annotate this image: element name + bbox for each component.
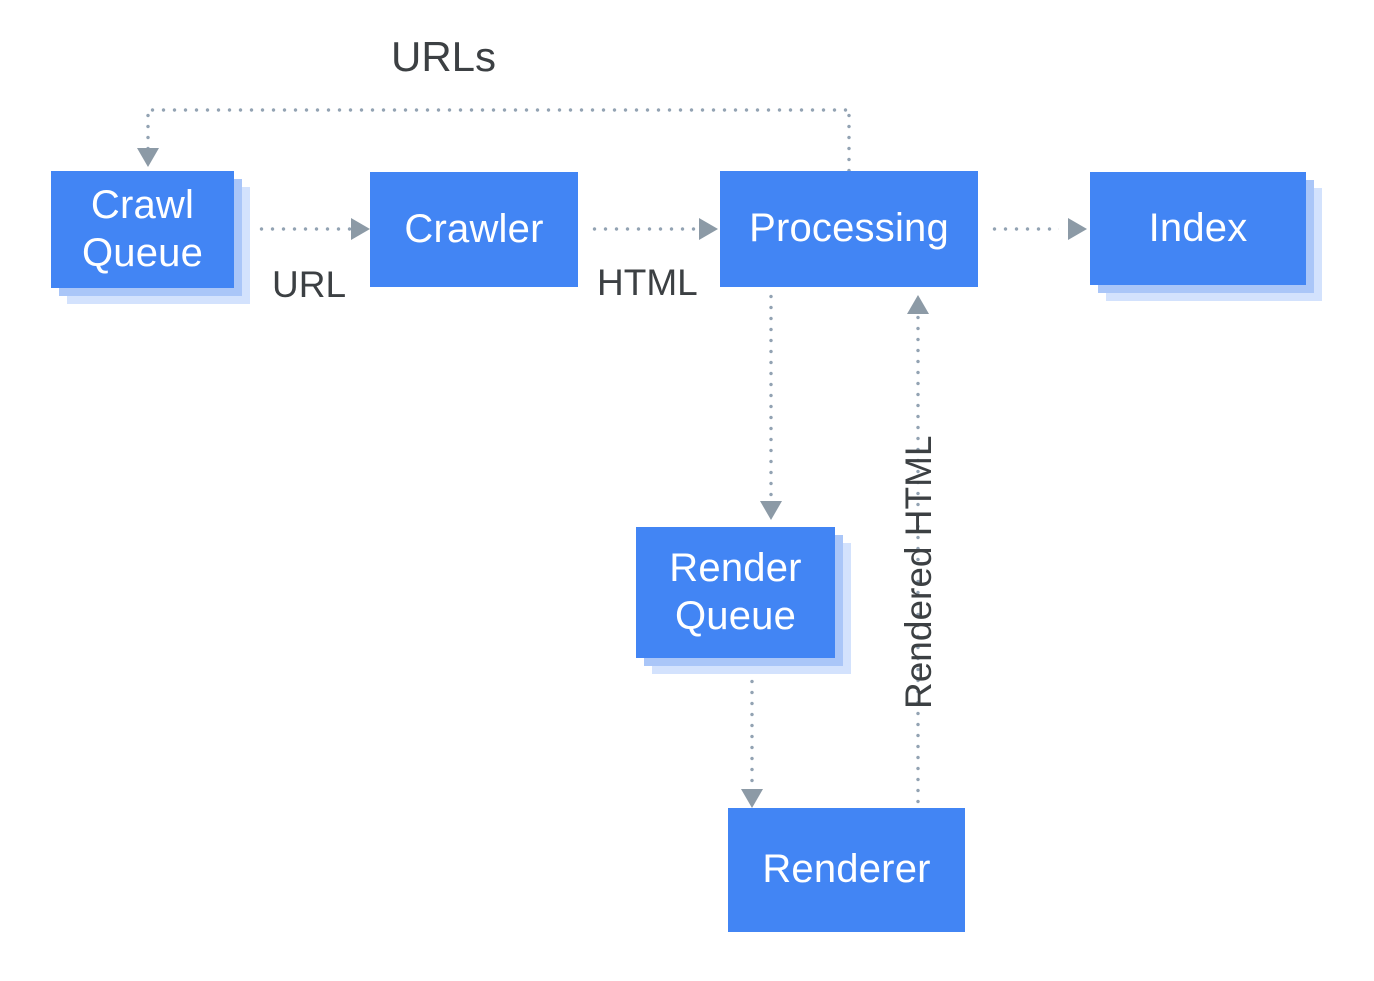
node-index[interactable]: Index xyxy=(1090,172,1306,285)
arrowhead-renderer-to-processing xyxy=(907,295,929,314)
connector-processing-to-index xyxy=(989,227,1059,231)
connector-crawlqueue-to-crawler xyxy=(256,227,354,231)
connector-renderer-to-processing xyxy=(916,312,920,810)
urls-loop-right-segment xyxy=(847,110,851,172)
node-crawl-queue[interactable]: Crawl Queue xyxy=(51,171,234,288)
connector-crawler-to-processing xyxy=(589,227,701,231)
node-processing[interactable]: Processing xyxy=(720,171,978,287)
connector-processing-to-renderqueue xyxy=(769,291,773,497)
node-render-queue-label-line1: Render xyxy=(669,546,802,591)
connector-renderqueue-to-renderer xyxy=(750,676,754,786)
node-render-queue[interactable]: Render Queue xyxy=(636,527,835,658)
arrowhead-crawlqueue-to-crawler xyxy=(351,218,370,240)
node-renderer-label: Renderer xyxy=(762,847,931,892)
node-crawler[interactable]: Crawler xyxy=(370,172,578,287)
edge-label-rendered-html: Rendered HTML xyxy=(898,435,939,709)
arrowhead-processing-to-renderqueue xyxy=(760,501,782,520)
arrowhead-processing-to-index xyxy=(1068,218,1087,240)
node-crawl-queue-label-line1: Crawl xyxy=(90,183,195,228)
urls-loop-left-segment xyxy=(146,110,150,152)
node-index-label: Index xyxy=(1148,205,1248,250)
node-crawler-label: Crawler xyxy=(404,206,544,251)
node-renderer[interactable]: Renderer xyxy=(728,808,965,932)
edge-label-urls: URLs xyxy=(391,33,497,80)
node-render-queue-label-line2: Queue xyxy=(674,593,797,638)
node-processing-label: Processing xyxy=(749,206,949,251)
edge-label-url: URL xyxy=(272,264,347,305)
urls-loop-top-segment xyxy=(147,108,850,112)
arrowhead-crawler-to-processing xyxy=(699,218,718,240)
edge-label-html: HTML xyxy=(597,262,698,303)
urls-loop-arrowhead xyxy=(137,148,159,167)
arrowhead-renderqueue-to-renderer xyxy=(741,789,763,808)
node-crawl-queue-label-line2: Queue xyxy=(81,230,204,275)
